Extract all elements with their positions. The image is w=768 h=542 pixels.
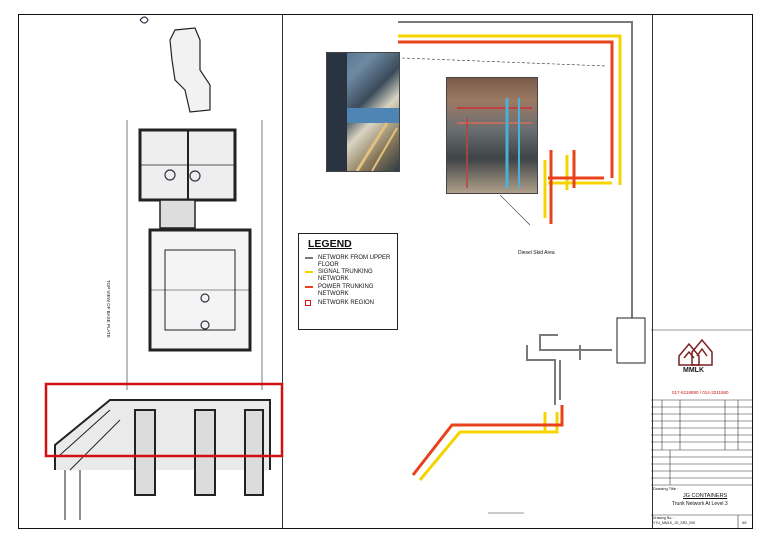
drawing-no: YTU_MMLK_JG_SR3_005: [653, 521, 696, 525]
legend-swatch: [305, 271, 313, 273]
drawing-title-label: Drawing Title :: [653, 486, 679, 491]
company-name: MMLK: [683, 367, 704, 374]
legend-swatch-box: [305, 300, 311, 306]
sheet-no: 05: [742, 520, 747, 525]
drawing-sheet: [18, 14, 753, 529]
company-logo-mark: [678, 338, 713, 366]
title-block-divider: [652, 15, 653, 528]
equipment-box: [616, 317, 646, 364]
network-region-box: [44, 382, 284, 458]
legend-label: POWER TRUNKING NETWORK: [318, 284, 374, 297]
upper-floor-network: [398, 21, 633, 405]
legend: LEGEND NETWORK FROM UPPER FLOOR SIGNAL T…: [298, 233, 398, 330]
diesel-skid-label: Diesel Skid Area: [518, 250, 555, 256]
legend-swatch: [305, 286, 313, 288]
company-phone: 017-6218890 / 014-3211680: [672, 390, 729, 395]
legend-label: NETWORK FROM UPPER FLOOR: [318, 255, 391, 268]
route-arrow: [401, 57, 607, 67]
legend-label: SIGNAL TRUNKING NETWORK: [318, 269, 373, 282]
legend-swatch: [305, 257, 313, 259]
legend-title: LEGEND: [308, 238, 352, 250]
drawing-title: JG CONTAINERS: [683, 493, 728, 499]
top-view-plan: [54, 16, 271, 520]
site-photo-stairs: [326, 52, 400, 172]
legend-label: NETWORK REGION: [318, 300, 375, 306]
left-panel-divider: [282, 15, 283, 528]
power-trunking-network: [398, 40, 614, 476]
drawing-no-label: Drawing No. :: [653, 516, 675, 520]
signal-trunking-network: [398, 34, 622, 481]
drawing-subtitle: Trunk Network At Level 3: [672, 501, 728, 507]
site-photo-piping: [446, 77, 538, 194]
